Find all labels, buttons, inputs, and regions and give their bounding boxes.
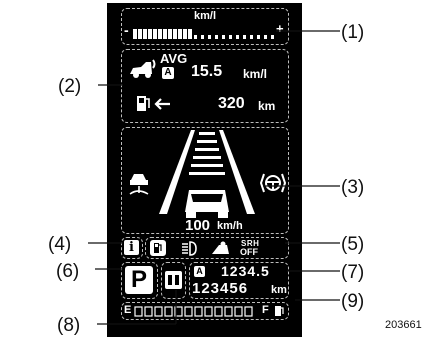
callout-3: (3) [341,178,364,197]
callout-1: (1) [341,23,364,42]
callout-8: (8) [57,316,80,335]
figure-id: 203661 [385,319,422,331]
callout-4: (4) [48,235,71,254]
callout-6: (6) [56,262,79,281]
callout-2: (2) [58,77,81,96]
callout-7: (7) [341,263,364,282]
callout-9: (9) [341,292,364,311]
callout-5: (5) [341,235,364,254]
